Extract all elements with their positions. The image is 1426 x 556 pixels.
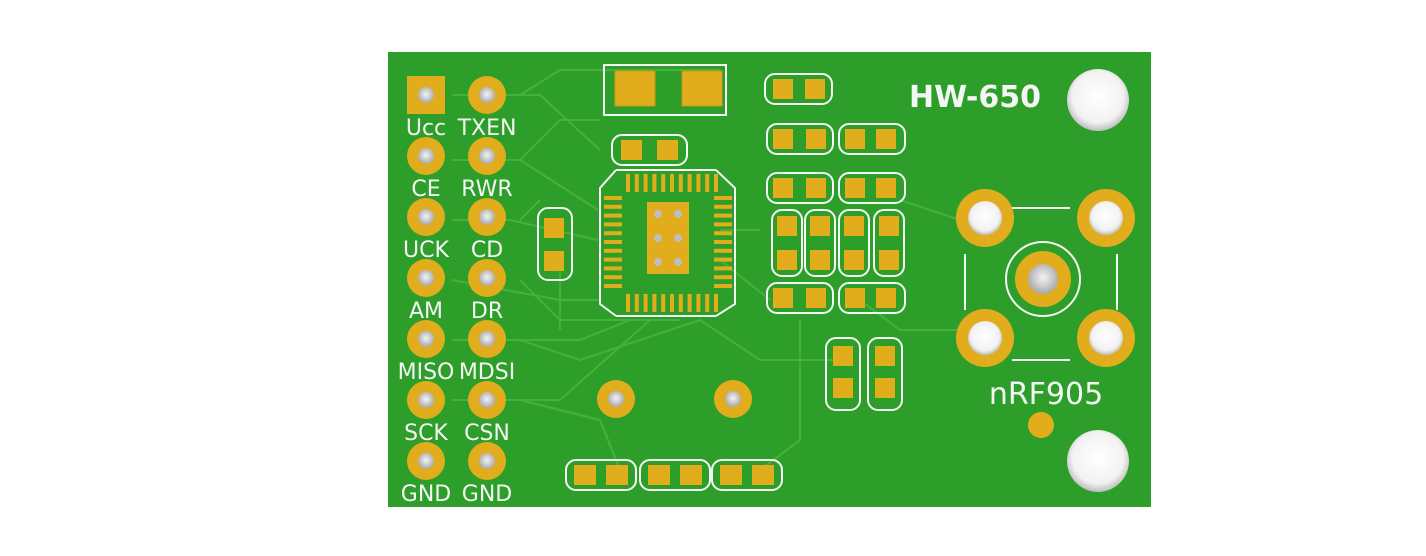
pin-hole-right-5 [479,392,495,408]
pin-hole-left-0 [418,87,434,103]
pin-label-right-6: GND [462,482,512,507]
pin-label-right-1: RWR [461,177,512,202]
sma-connector-footprint [956,189,1135,367]
pin-label-right-4: MDSI [459,360,515,385]
pin-hole-right-0 [479,87,495,103]
board-title: HW-650 [909,80,1041,115]
pin-hole-right-2 [479,209,495,225]
pin-hole-right-3 [479,270,495,286]
pin-label-right-3: DR [471,299,503,324]
pin-label-right-0: TXEN [457,116,517,141]
bottom-smd-row [565,459,783,491]
pin-label-left-3: AM [409,299,443,324]
pin-hole-left-6 [418,453,434,469]
mounting-hole-bottom [1067,430,1129,492]
pin-label-left-6: GND [401,482,451,507]
fiducial-dot [1028,412,1054,438]
mounting-hole-top [1067,69,1129,131]
pin-hole-left-3 [418,270,434,286]
pin-label-left-2: UCK [403,238,449,263]
passive-components-grid [764,73,906,411]
pin-hole-left-1 [418,148,434,164]
capacitor-top [611,134,688,166]
pin-hole-left-4 [418,331,434,347]
pin-label-left-1: CE [411,177,440,202]
pin-hole-right-1 [479,148,495,164]
pin-hole-right-6 [479,453,495,469]
crystal-footprint [603,64,727,116]
pin-label-left-5: SCK [404,421,448,446]
pin-hole-left-5 [418,392,434,408]
pin-hole-left-2 [418,209,434,225]
pin-label-left-0: Ucc [406,116,446,141]
pin-label-left-4: MISO [398,360,455,385]
chip-label: nRF905 [989,377,1103,412]
pin-hole-right-4 [479,331,495,347]
capacitor-left [537,207,573,281]
bottom-through-holes [597,380,752,418]
pin-label-right-2: CD [471,238,503,263]
qfn-chip-footprint [599,169,736,317]
pin-label-right-5: CSN [464,421,510,446]
